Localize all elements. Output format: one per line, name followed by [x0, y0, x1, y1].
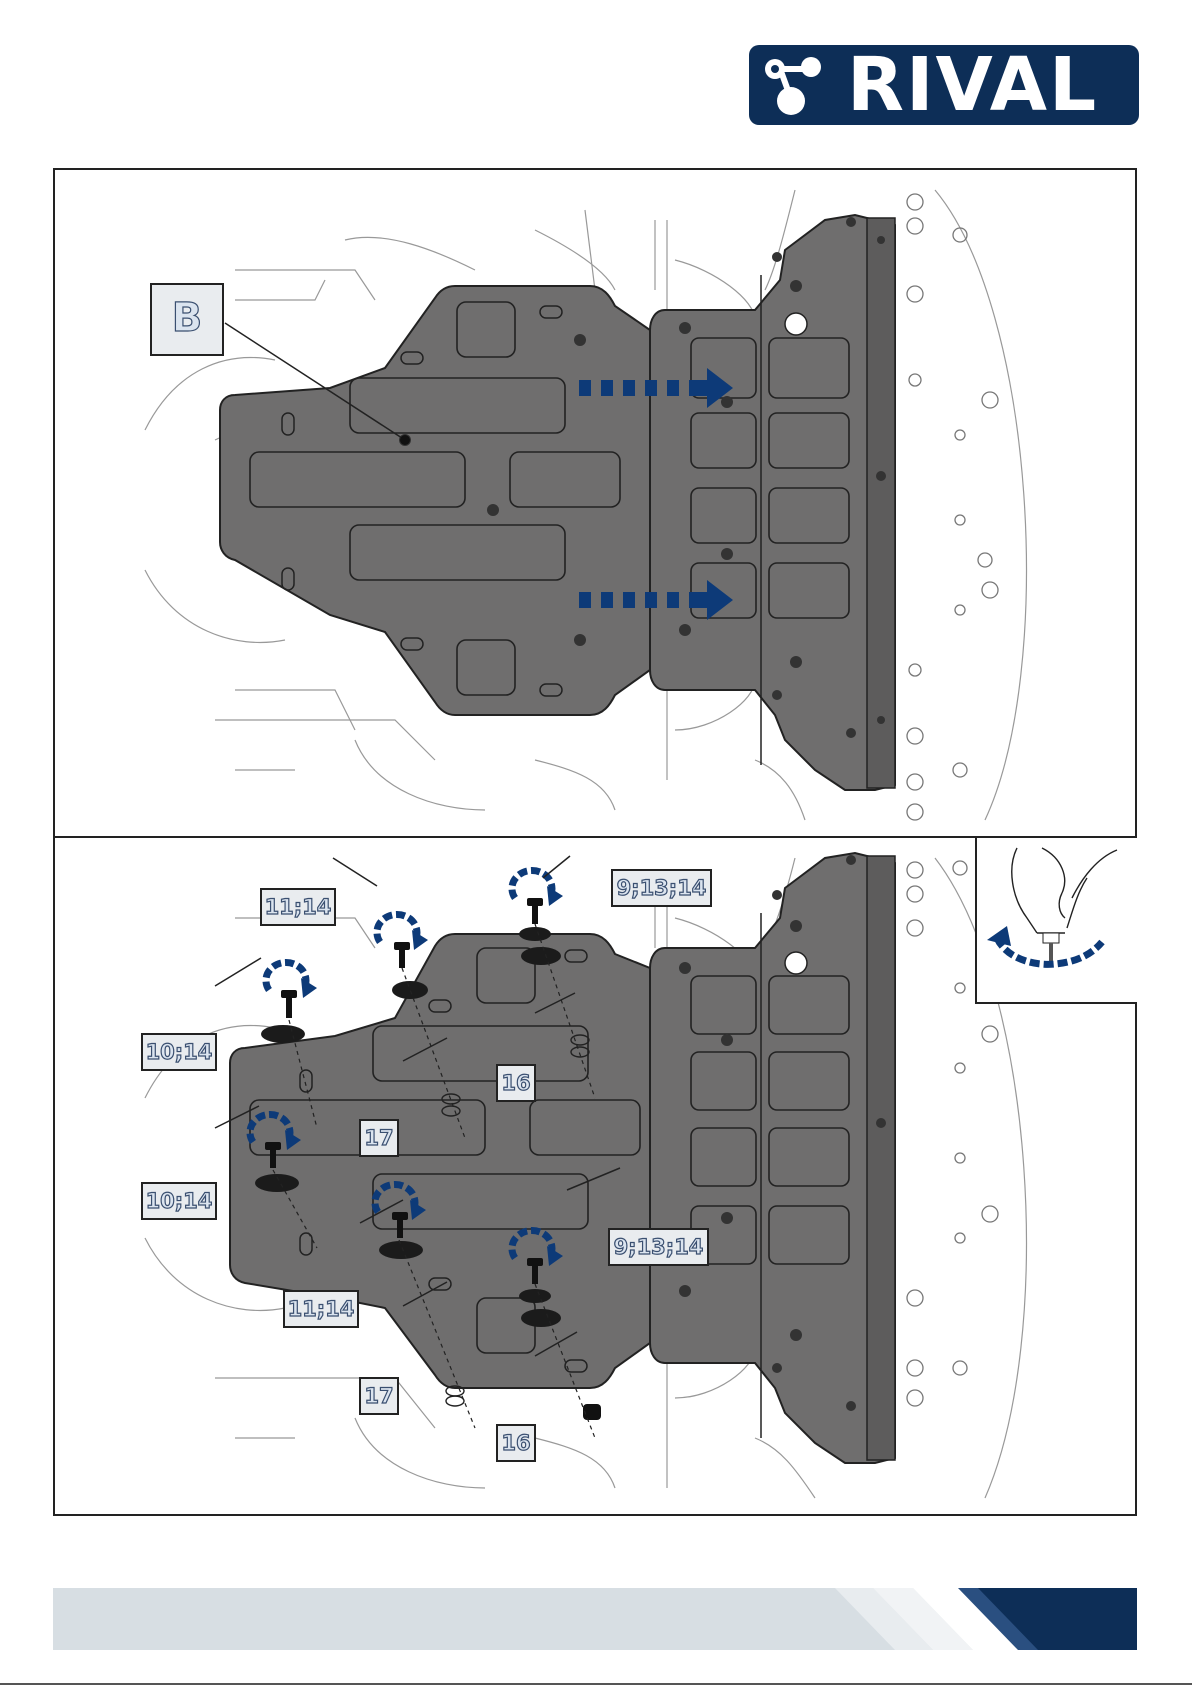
callout-label: 17: [359, 1377, 399, 1415]
brand-name: RIVAL: [847, 49, 1098, 121]
callout-label: 9;13;14: [611, 869, 712, 907]
callout-label: 9;13;14: [608, 1228, 709, 1266]
callout-label: 16: [496, 1424, 536, 1462]
footer-band: [53, 1588, 1137, 1650]
skid-plate-drawing: [55, 170, 1137, 838]
callout-label-b: B: [150, 283, 224, 356]
tightening-inset: [975, 838, 1137, 1004]
footer-decoration: [53, 1588, 1137, 1650]
callout-label: 11;14: [260, 888, 336, 926]
rival-logo-icon: [761, 55, 841, 117]
callout-label: 11;14: [283, 1290, 359, 1328]
installation-step-overview: [53, 168, 1137, 838]
callout-label: 10;14: [141, 1182, 217, 1220]
callout-label: 10;14: [141, 1033, 217, 1071]
brand-logo: RIVAL: [749, 45, 1139, 125]
callout-label: 16: [496, 1064, 536, 1102]
callout-label: 17: [359, 1119, 399, 1157]
hand-tighten-icon: [977, 838, 1135, 1000]
